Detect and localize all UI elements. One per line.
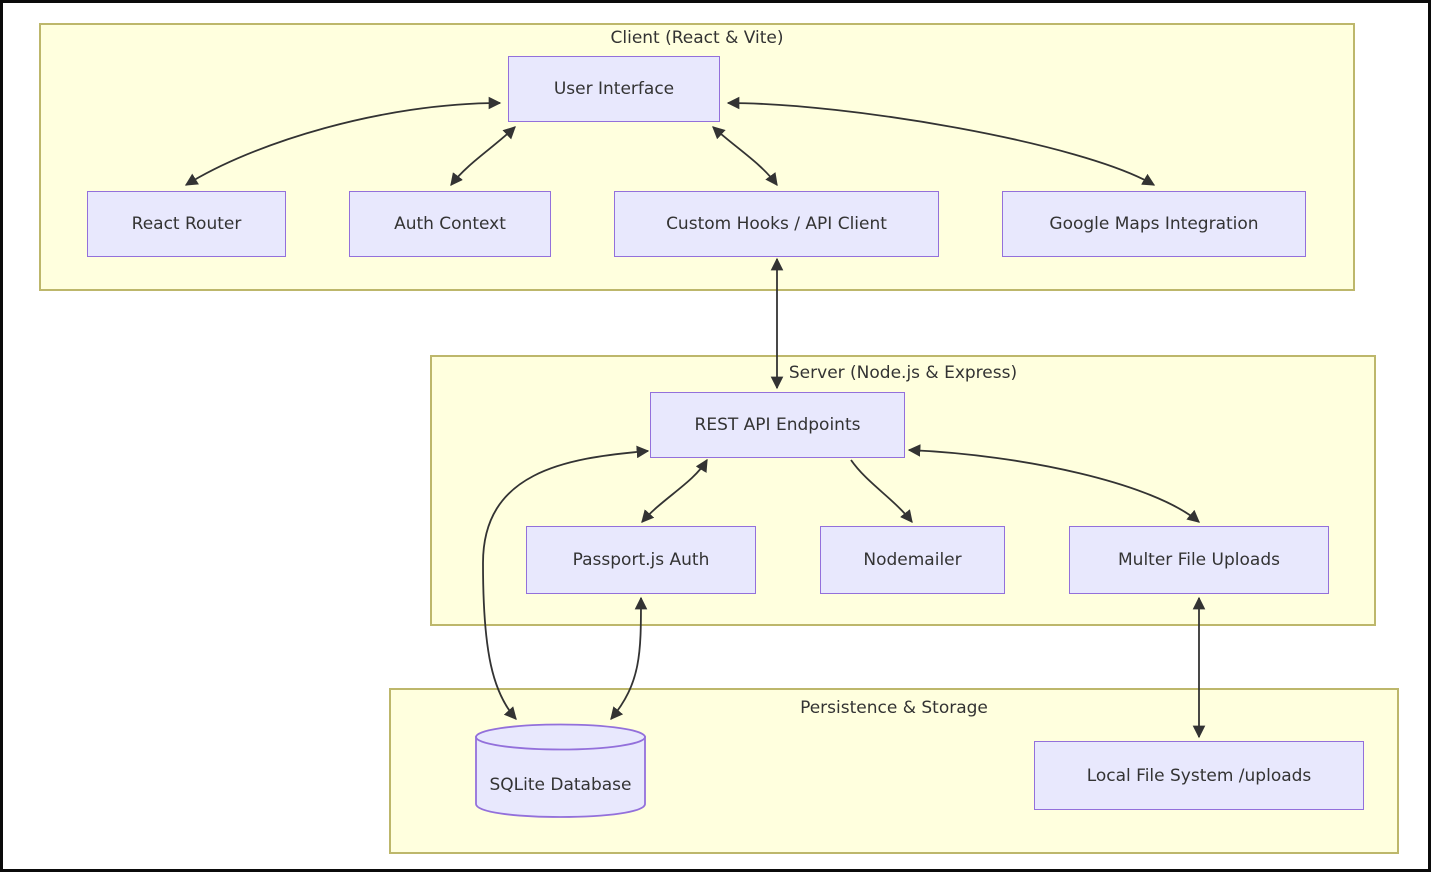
edge-ui-hooks <box>712 126 778 187</box>
node-sqlite-database[interactable]: SQLite Database <box>474 723 647 818</box>
node-local-file-system[interactable]: Local File System /uploads <box>1034 741 1364 810</box>
edge-ui-auth <box>450 126 516 186</box>
node-rest-api-endpoints[interactable]: REST API Endpoints <box>650 392 905 458</box>
edges-layer <box>184 96 1206 739</box>
edge-ui-router <box>184 96 502 186</box>
edge-passport-sqlite <box>610 596 648 720</box>
subgraph-client-title: Client (React & Vite) <box>610 28 784 48</box>
edge-ui-maps <box>726 96 1156 186</box>
node-user-interface[interactable]: User Interface <box>508 56 720 122</box>
node-passport-js-auth[interactable]: Passport.js Auth <box>526 526 756 594</box>
cylinder-icon <box>475 723 646 818</box>
node-custom-hooks-api-client[interactable]: Custom Hooks / API Client <box>614 191 939 257</box>
node-auth-context[interactable]: Auth Context <box>349 191 551 257</box>
edge-rest-multer <box>907 444 1200 523</box>
node-sqlite-database-label: SQLite Database <box>489 775 632 795</box>
edge-rest-nodemailer <box>850 459 913 523</box>
edge-rest-sqlite <box>482 445 650 720</box>
node-nodemailer[interactable]: Nodemailer <box>820 526 1005 594</box>
node-multer-file-uploads[interactable]: Multer File Uploads <box>1069 526 1329 594</box>
subgraph-persistence-title: Persistence & Storage <box>800 698 988 718</box>
node-react-router[interactable]: React Router <box>87 191 286 257</box>
edge-rest-passport <box>641 458 708 523</box>
subgraph-server-title: Server (Node.js & Express) <box>788 363 1018 383</box>
node-google-maps-integration[interactable]: Google Maps Integration <box>1002 191 1306 257</box>
